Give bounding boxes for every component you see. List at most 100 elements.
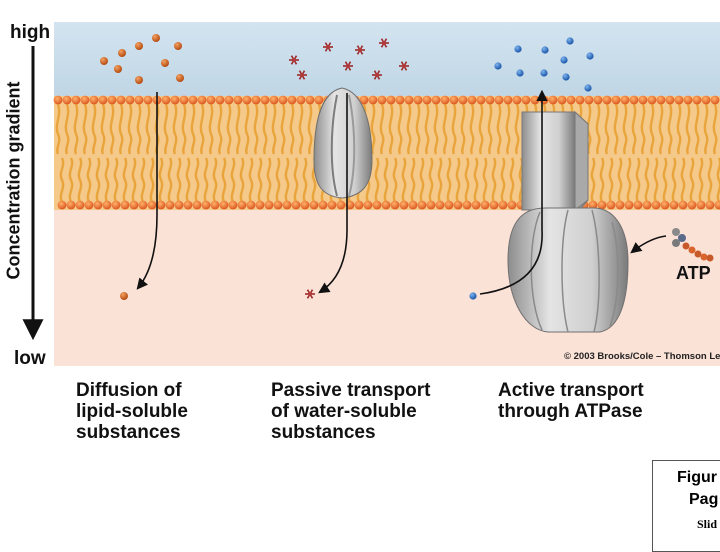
lipid-head [459, 96, 468, 105]
lipid-head [688, 201, 697, 210]
lipid-head [585, 96, 594, 105]
lipid-head [463, 201, 472, 210]
lipid-head [139, 201, 148, 210]
lipid-soluble-molecule [118, 49, 126, 57]
lipid-head [450, 96, 459, 105]
lipid-soluble-molecule [174, 42, 182, 50]
lipid-head [121, 201, 130, 210]
lipid-head [301, 201, 310, 210]
caption-line: substances [271, 422, 471, 443]
figure: high low Concentration gradient Diffusio… [0, 0, 720, 540]
lipid-head [364, 201, 373, 210]
lipid-head [423, 96, 432, 105]
lipid-head [157, 201, 166, 210]
caption-line: substances [76, 422, 256, 443]
lipid-soluble-molecule [120, 292, 128, 300]
lipid-head [175, 201, 184, 210]
lipid-head [67, 201, 76, 210]
lipid-head [369, 96, 378, 105]
lipid-head [441, 96, 450, 105]
caption-line: through ATPase [498, 401, 698, 422]
lipid-head [679, 201, 688, 210]
low-label: low [14, 348, 46, 370]
lipid-head [684, 96, 693, 105]
lipid-head [643, 201, 652, 210]
ion [560, 56, 567, 63]
lipid-head [234, 96, 243, 105]
membrane-transport-diagram [0, 0, 720, 540]
lipid-head [472, 201, 481, 210]
lipid-head [468, 96, 477, 105]
lipid-head [567, 96, 576, 105]
lipid-head [630, 96, 639, 105]
lipid-head [495, 96, 504, 105]
ion [516, 69, 523, 76]
lipid-head [652, 201, 661, 210]
lipid-head [238, 201, 247, 210]
lipid-head [162, 96, 171, 105]
lipid-head [117, 96, 126, 105]
lipid-head [418, 201, 427, 210]
lipid-head [135, 96, 144, 105]
lipid-bilayer [54, 96, 720, 210]
lipid-head [63, 96, 72, 105]
lipid-head [621, 96, 630, 105]
lipid-head [454, 201, 463, 210]
lipid-head [576, 96, 585, 105]
caption-active-transport: Active transport through ATPase [498, 380, 698, 422]
lipid-head [292, 201, 301, 210]
lipid-head [396, 96, 405, 105]
lipid-head [486, 96, 495, 105]
lipid-head [306, 96, 315, 105]
lipid-head [481, 201, 490, 210]
lipid-head [211, 201, 220, 210]
lipid-head [148, 201, 157, 210]
lipid-head [648, 96, 657, 105]
lipid-soluble-molecule [135, 42, 143, 50]
lipid-head [207, 96, 216, 105]
lipid-soluble-molecule [100, 57, 108, 65]
lipid-head [477, 96, 486, 105]
lipid-head [427, 201, 436, 210]
lipid-head [612, 96, 621, 105]
lipid-head [387, 96, 396, 105]
lipid-head [193, 201, 202, 210]
lipid-head [549, 96, 558, 105]
lipid-head [405, 96, 414, 105]
lipid-head [198, 96, 207, 105]
lipid-head [103, 201, 112, 210]
concentration-gradient-label: Concentration gradient [4, 71, 25, 291]
lipid-head [666, 96, 675, 105]
lipid-head [661, 201, 670, 210]
lipid-head [607, 201, 616, 210]
page-number: Pag [689, 491, 718, 509]
lipid-head [171, 96, 180, 105]
lipid-head [634, 201, 643, 210]
lipid-head [252, 96, 261, 105]
lipid-head [90, 96, 99, 105]
lipid-head [315, 96, 324, 105]
lipid-head [229, 201, 238, 210]
ion [541, 46, 548, 53]
lipid-head [216, 96, 225, 105]
lipid-head [414, 96, 423, 105]
slide-number: Slid [697, 517, 717, 532]
lipid-head [180, 96, 189, 105]
lipid-head [126, 96, 135, 105]
lipid-head [711, 96, 720, 105]
lipid-head [558, 96, 567, 105]
lipid-head [616, 201, 625, 210]
lipid-head [85, 201, 94, 210]
lipid-head [247, 201, 256, 210]
lipid-head [108, 96, 117, 105]
lipid-soluble-molecule [114, 65, 122, 73]
lipid-head [189, 96, 198, 105]
lipid-head [670, 201, 679, 210]
lipid-head [310, 201, 319, 210]
lipid-soluble-molecule [135, 76, 143, 84]
lipid-head [297, 96, 306, 105]
lipid-head [706, 201, 715, 210]
lipid-head [675, 96, 684, 105]
lipid-head [274, 201, 283, 210]
lipid-head [355, 201, 364, 210]
